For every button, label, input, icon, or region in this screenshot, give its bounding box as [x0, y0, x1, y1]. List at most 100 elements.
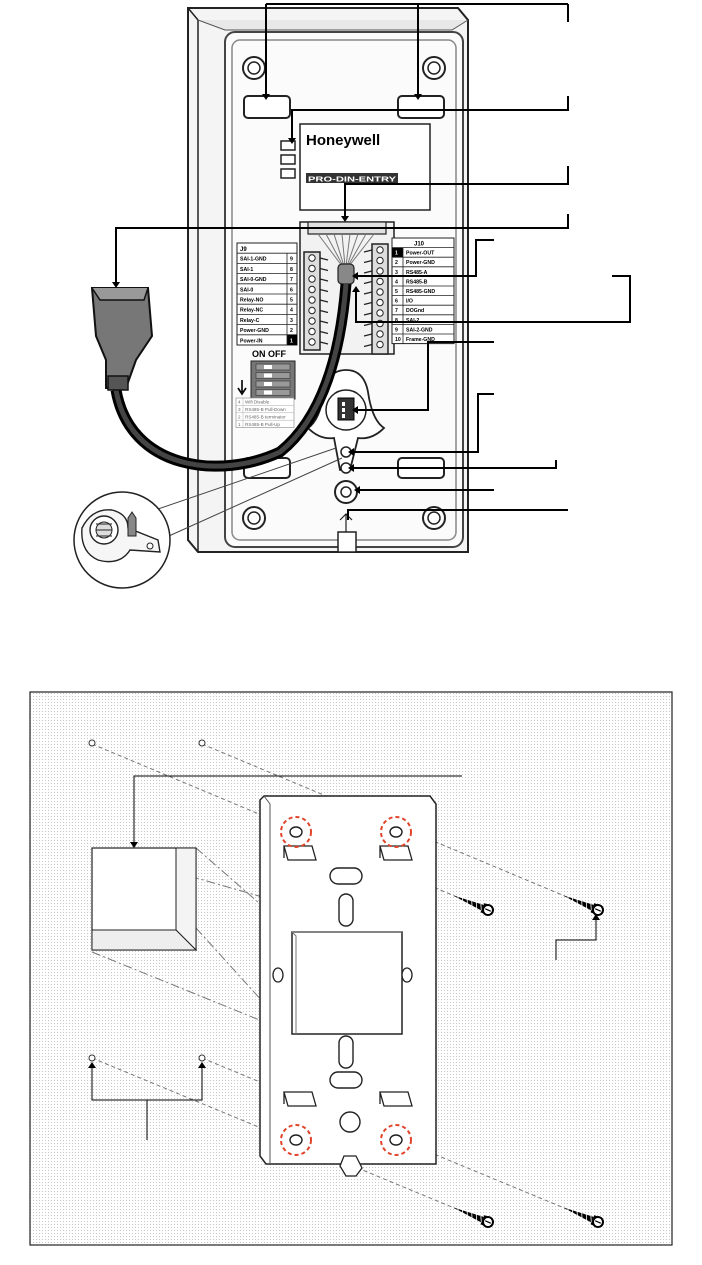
j9-row-num: 6 — [290, 287, 293, 293]
bottom-tab — [337, 531, 357, 553]
cable — [110, 283, 352, 472]
j10-title: J10 — [414, 242, 425, 248]
dip-switch-knob — [264, 382, 272, 386]
terminal-screw-icon — [308, 285, 316, 294]
latch-slot — [397, 95, 445, 119]
j10-row-name: Power-GND — [406, 260, 435, 266]
dip-switch — [255, 363, 291, 371]
terminal-screw-icon — [308, 254, 316, 262]
j9-row-num: 7 — [290, 277, 293, 283]
terminal-screw-icon — [308, 317, 316, 325]
install-arrowheads — [88, 842, 600, 1068]
j10-row-num: 2 — [395, 260, 398, 266]
dip-switch — [255, 380, 291, 388]
j9-row-name: SAI-1 — [240, 267, 253, 273]
connector-plug — [90, 287, 154, 391]
j9-row-name: SAI-0 — [240, 287, 253, 293]
terminal-screw-icon — [376, 330, 384, 338]
installation-diagram — [29, 691, 673, 1246]
screw-hole-highlight — [280, 816, 412, 1156]
j9-row-name: Relay-NO — [240, 298, 263, 304]
terminal-screw-icon — [376, 267, 384, 275]
j10-row-name: SAI-2 — [406, 318, 419, 324]
j10-row-name: RS485-A — [406, 270, 428, 276]
j9-row-num: 3 — [290, 318, 293, 324]
terminal-block-j9 — [303, 251, 329, 351]
terminal-screw-icon — [308, 327, 316, 336]
j10-row-num: 1 — [395, 251, 398, 257]
model-text: PRO-DIN-ENTRY — [308, 177, 397, 184]
j9-row-num: 4 — [290, 308, 293, 314]
dip-legend-num: 4 — [238, 400, 241, 405]
screw-icon — [452, 1206, 494, 1228]
terminal-screw-icon — [376, 340, 384, 349]
latch-slot — [243, 95, 291, 119]
dip-switch — [255, 372, 291, 379]
install-callouts — [91, 775, 597, 1140]
j10-row-num: 8 — [395, 318, 398, 324]
dip-legend-num: 3 — [238, 407, 241, 412]
tamper-switch — [337, 397, 355, 421]
terminal-screw-icon — [376, 309, 384, 317]
j10-row-name: SAI-2-GND — [406, 327, 433, 333]
plate-screw-hole-icon — [289, 826, 403, 1146]
mounting-plate — [259, 795, 437, 1177]
j10-row-name: I/O — [406, 299, 413, 305]
j9-row-name: SAI-0-GND — [240, 277, 267, 283]
terminal-screw-icon — [376, 288, 384, 296]
cable-gland — [337, 263, 355, 285]
j10-row-name: DOGnd — [406, 308, 424, 314]
tamper-detail-inset — [73, 491, 171, 589]
j10-row-name: RS485-GND — [406, 289, 435, 295]
terminal-screw-icon — [376, 298, 384, 307]
j10-row-num: 4 — [395, 279, 398, 285]
j10-row-name: Power-OUT — [406, 251, 435, 257]
dip-on-label: ON — [252, 349, 266, 359]
plate-cutout — [291, 931, 403, 1035]
terminal-screw-icon — [308, 338, 316, 346]
j9-row-num: 9 — [290, 257, 293, 263]
dip-switch — [255, 389, 291, 396]
dip-legend-text: RS485-B terminator — [245, 414, 286, 419]
terminal-screw-icon — [308, 275, 316, 283]
j10-row-name: RS485-B — [406, 279, 428, 285]
j9-row-num: 1 — [290, 338, 293, 344]
j10-row-num: 6 — [395, 299, 398, 305]
dip-off-label: OFF — [268, 349, 286, 359]
j10-terminal-table: J10 1 Power-OUT 2 Power-GND 3 RS485-A 4 RS485-B 5… — [391, 237, 455, 345]
terminal-screw-icon — [376, 246, 384, 254]
dip-switch-knob — [264, 390, 272, 395]
dip-legend-text: RS485-B Pull-Down — [245, 407, 286, 412]
terminal-screw-icon — [308, 264, 316, 273]
dip-legend-num: 2 — [238, 414, 241, 419]
led-indicators — [280, 140, 296, 179]
terminal-screw-icon — [308, 306, 316, 315]
j10-row-num: 9 — [395, 327, 398, 333]
terminal-screw-icon — [376, 277, 384, 286]
terminal-screw-icon — [308, 296, 316, 304]
j10-row-name: Frame-GND — [406, 337, 435, 343]
dip-legend-text: Wifi Disable — [245, 400, 270, 405]
screw-icon — [452, 894, 494, 916]
j9-row-name: Relay-NC — [240, 308, 263, 314]
dip-legend-text: RS485-B Pull-Up — [245, 422, 280, 427]
j9-row-num: 5 — [290, 298, 293, 304]
wall-hole-icon — [88, 739, 206, 1062]
j9-row-name: Power-IN — [240, 338, 263, 344]
terminal-screw-icon — [376, 256, 384, 265]
j10-row-num: 3 — [395, 270, 398, 276]
j10-row-num: 7 — [395, 308, 398, 314]
screw-icon — [562, 1206, 604, 1228]
electrical-box — [91, 847, 198, 952]
callout-lines — [115, 3, 631, 520]
j9-row-num: 2 — [290, 328, 293, 334]
j10-row-num: 5 — [395, 289, 398, 295]
product-label — [299, 123, 431, 211]
j9-row-name: Relay-C — [240, 318, 260, 324]
terminal-block-j10 — [363, 243, 389, 355]
wire-fan — [317, 233, 375, 267]
